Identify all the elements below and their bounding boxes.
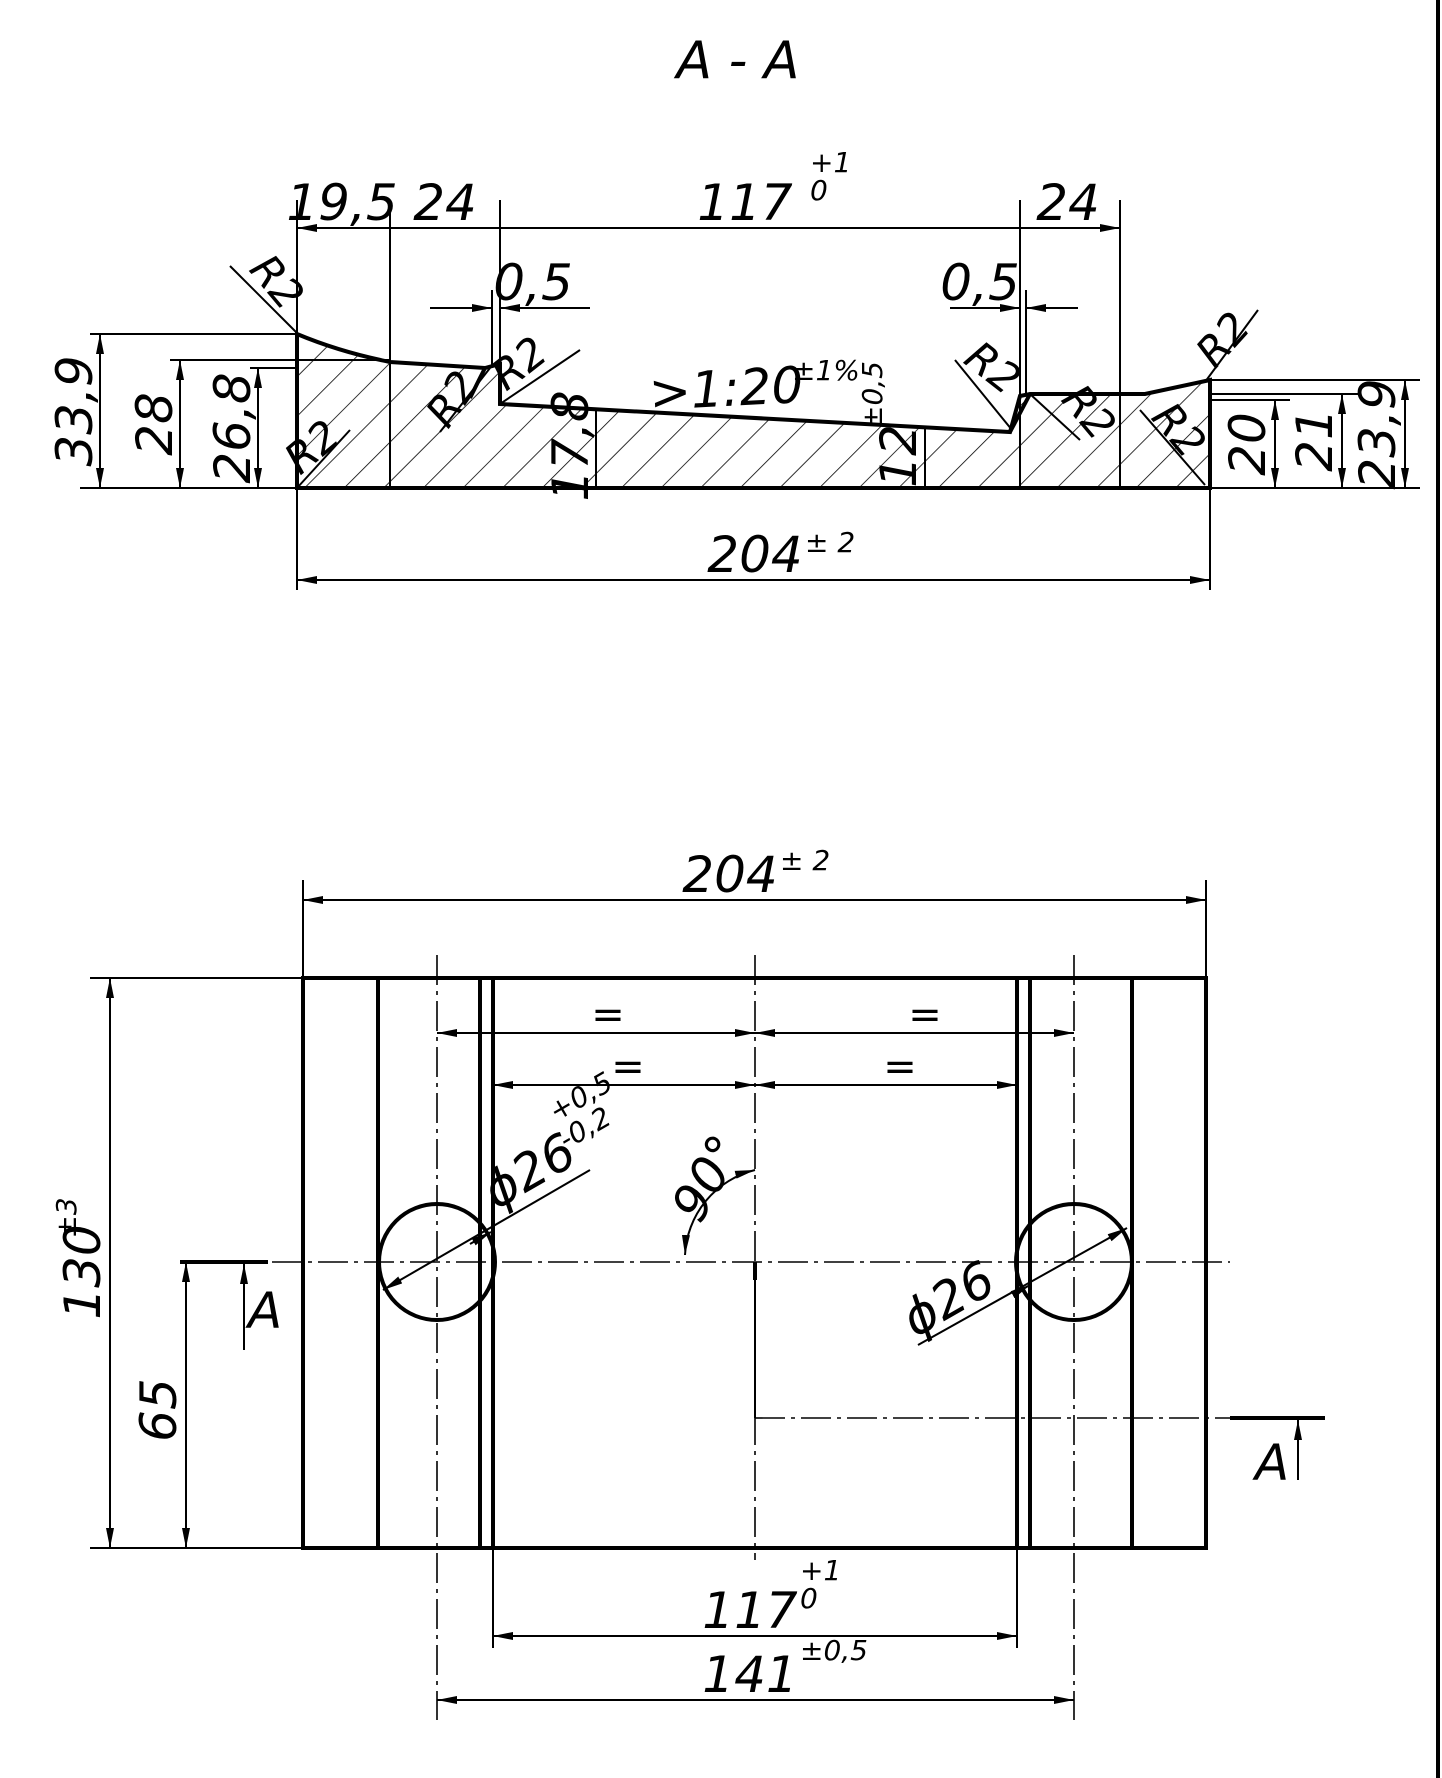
- slope-label: >1:20: [648, 356, 805, 422]
- dim-0-5-right: 0,5: [940, 254, 1020, 312]
- section-body: [297, 334, 1210, 488]
- hole-right-diameter: ϕ26: [892, 1250, 1005, 1349]
- dim-23-9: 23,9: [1349, 378, 1407, 489]
- dim-117-tol-upper: +1: [810, 146, 851, 179]
- dim-24-left: 24: [413, 174, 477, 232]
- dim-26-8: 26,8: [204, 372, 262, 483]
- section-view: A - A 19,5 24 117 +1 0 24 0,5: [46, 31, 1420, 590]
- slope-tol: ±1%: [792, 354, 860, 387]
- equal-mark: =: [908, 992, 942, 1038]
- section-marker-right: A: [1252, 1434, 1289, 1492]
- radius-leader: [296, 429, 351, 489]
- angle-90: 90°: [660, 1125, 755, 1231]
- radius-leader: [1204, 309, 1259, 383]
- equal-mark: =: [611, 1044, 645, 1090]
- dim-204-section: 204: [707, 526, 802, 584]
- hole-diameter-leader: [1010, 1284, 1031, 1299]
- radius-leader: [1139, 409, 1206, 486]
- dim-141: 141: [702, 1646, 797, 1704]
- dim-24-right: 24: [1036, 174, 1100, 232]
- dim-21: 21: [1286, 408, 1344, 472]
- dim-204-section-tol: ± 2: [805, 526, 855, 559]
- radius-leader: [229, 265, 301, 337]
- section-notch: [1008, 393, 1032, 433]
- hole-diameter-leader: [382, 1169, 591, 1291]
- section-title: A - A: [674, 31, 800, 91]
- equal-mark: =: [883, 1044, 917, 1090]
- angle-arc: [681, 1169, 756, 1256]
- hole-diameter-leader: [469, 1231, 492, 1246]
- radius-r2: R2: [240, 245, 313, 319]
- radius-leader: [954, 359, 1013, 431]
- radius-r2: R2: [1186, 302, 1260, 376]
- dim-117-plan-tol-upper: +1: [800, 1554, 841, 1587]
- plan-view: A A 204 ± 2 = = = = 130 ±3 65 ϕ26 +0,5 -…: [50, 844, 1325, 1720]
- dim-12: 12: [870, 424, 928, 488]
- dim-130-tol: ±3: [50, 1197, 83, 1238]
- dim-19-5: 19,5: [286, 174, 397, 232]
- radius-leader: [499, 349, 581, 405]
- radius-leader: [439, 367, 491, 433]
- dim-117: 117: [697, 174, 793, 232]
- dim-20: 20: [1219, 412, 1277, 476]
- dim-33-9: 33,9: [46, 355, 104, 466]
- dim-141-tol: ±0,5: [800, 1634, 868, 1667]
- section-marker-left: A: [245, 1282, 282, 1340]
- dim-130: 130: [54, 1224, 112, 1319]
- dim-0-5-left: 0,5: [493, 254, 573, 312]
- radius-r2: R2: [956, 331, 1030, 404]
- dim-204-plan: 204: [682, 846, 777, 904]
- radius-leader: [1029, 393, 1081, 441]
- dim-204-plan-tol: ± 2: [780, 844, 830, 877]
- dim-117-plan: 117: [702, 1582, 798, 1640]
- dim-12-tol: ±0,5: [856, 361, 889, 429]
- dim-117-plan-tol-lower: 0: [800, 1582, 818, 1615]
- dim-117-tol-lower: 0: [810, 174, 828, 207]
- equal-mark: =: [591, 992, 625, 1038]
- dim-17-8: 17,8: [542, 390, 600, 501]
- dim-65: 65: [130, 1378, 188, 1442]
- dim-28: 28: [126, 392, 184, 456]
